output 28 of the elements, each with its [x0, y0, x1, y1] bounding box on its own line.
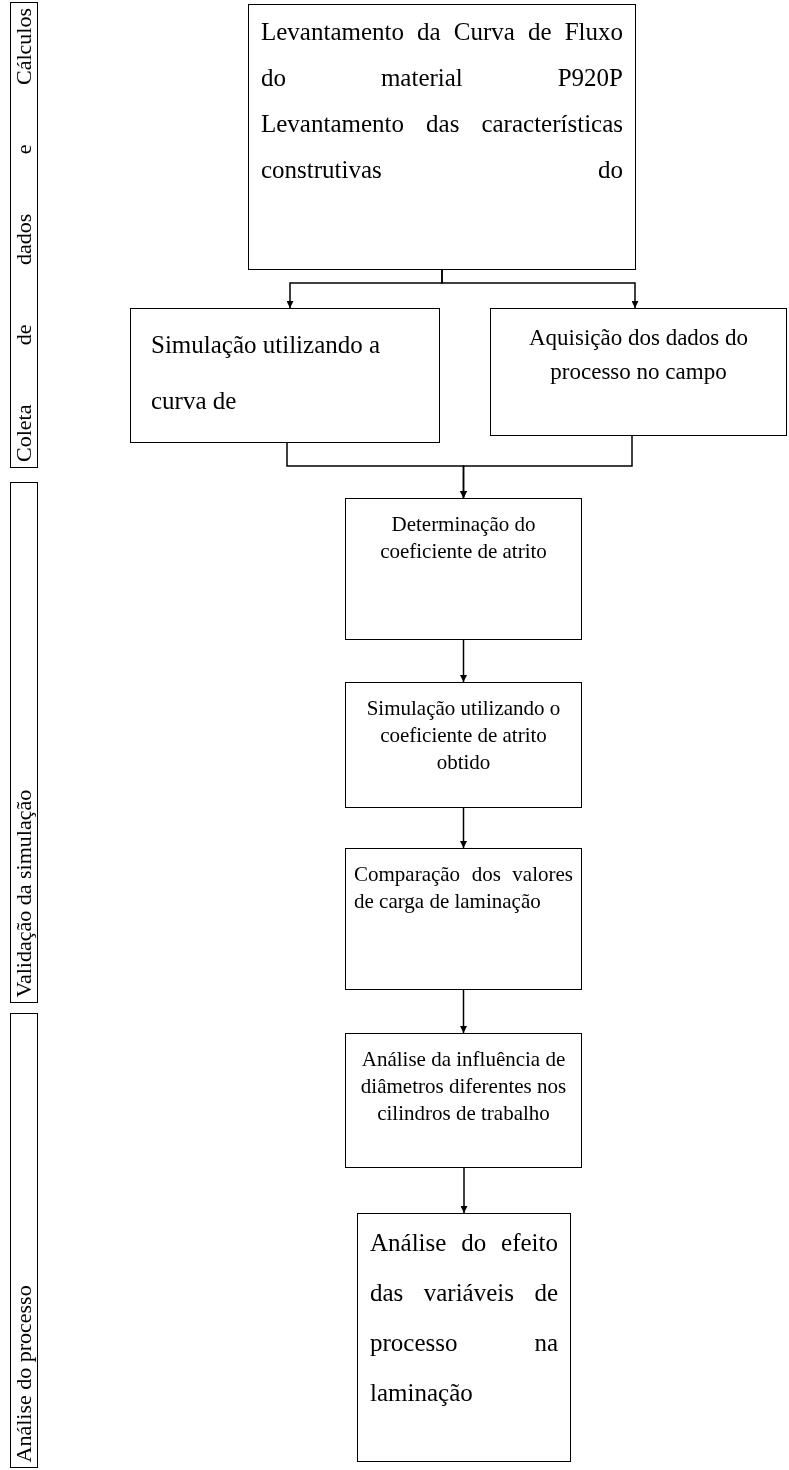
arrow: [460, 807, 467, 849]
box-text: Comparação dos valores de carga de laminação: [354, 861, 573, 915]
arrow: [460, 639, 467, 683]
process-box: [490, 308, 787, 436]
process-box: [357, 1213, 571, 1462]
arrow: [460, 435, 633, 499]
phase-band: [10, 482, 38, 1003]
process-box: [345, 498, 582, 640]
phase-band: [10, 1013, 38, 1468]
phase-label: Análise do processo: [11, 1283, 37, 1462]
process-box: [345, 1033, 582, 1168]
process-box: [345, 848, 582, 990]
phase-label: Validação da simulação: [11, 788, 37, 997]
box-text: Aquisição dos dados do processo no campo: [527, 324, 750, 386]
box-text: Levantamento da Curva de Fluxo do material P920P: [261, 17, 623, 93]
arrow: [460, 1167, 468, 1214]
box-text: Levantamento das características construtivas do: [261, 109, 623, 185]
box-text: Análise do efeito das variáveis de processo na laminação: [370, 1228, 558, 1408]
arrow: [460, 989, 467, 1034]
process-box: [130, 308, 440, 443]
phase-label: Coleta de dados e Cálculos: [11, 8, 37, 462]
box-text: Análise da influência de diâmetros diferentes nos cilindros de trabalho: [359, 1046, 568, 1127]
box-text: Simulação utilizando a curva de: [151, 330, 382, 416]
box-text: Simulação utilizando o coeficiente de atrito obtido: [365, 695, 562, 776]
arrow: [441, 269, 639, 309]
process-box: [248, 4, 636, 270]
process-box: [345, 682, 582, 808]
box-text: Determinação do coeficiente de atrito: [379, 511, 548, 565]
